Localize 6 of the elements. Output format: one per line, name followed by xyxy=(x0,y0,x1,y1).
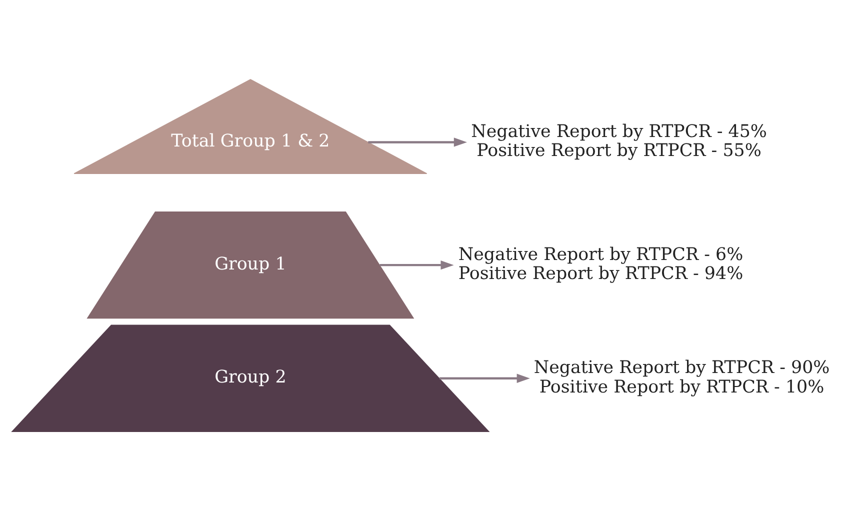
node-text: Negative Report by RTPCR - 90% Positive Report by RTPCR - 10% xyxy=(534,358,830,397)
arrow xyxy=(440,373,530,382)
arrow xyxy=(380,260,454,270)
node-text: Negative Report by RTPCR - 45% Positive Report by RTPCR - 55% xyxy=(471,121,767,161)
node-text: Negative Report by RTPCR - 6% Positive Report by RTPCR - 94% xyxy=(458,244,744,284)
arrow xyxy=(368,137,467,146)
